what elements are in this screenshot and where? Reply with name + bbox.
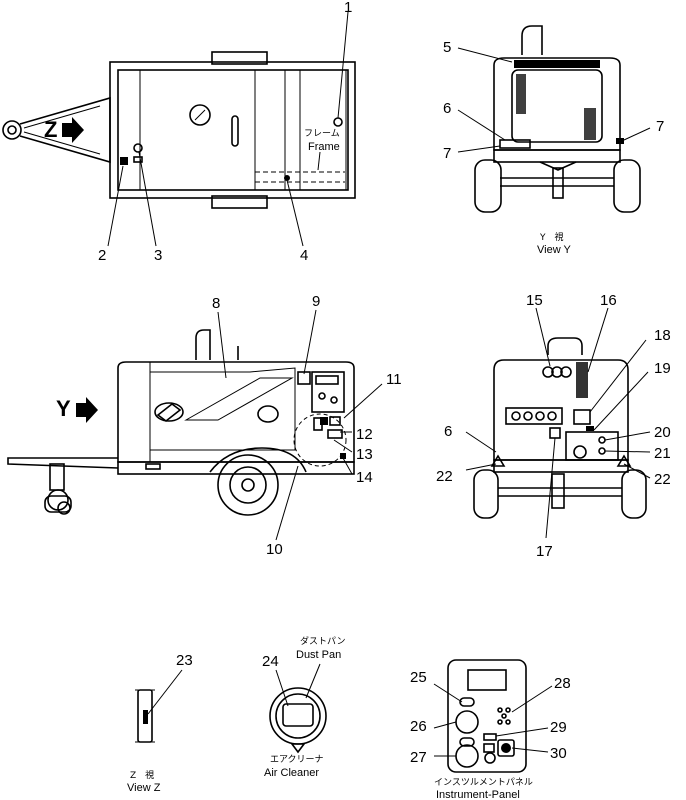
frame-label-en: Frame	[308, 141, 340, 153]
callout-29: 29	[550, 719, 567, 736]
callout-19: 19	[654, 360, 671, 377]
view-y: 5 6 7 7 Y 視 View Y	[443, 25, 664, 256]
callout-14: 14	[356, 469, 373, 486]
arrow-z-label: Z	[44, 117, 57, 142]
callout-15: 15	[526, 292, 543, 309]
callout-26: 26	[410, 718, 427, 735]
callout-22a: 22	[436, 468, 453, 485]
air-cleaner-label-en: Air Cleaner	[264, 767, 319, 779]
callout-28: 28	[554, 675, 571, 692]
top-view: Z フレーム Frame 1 2 3 4	[2, 0, 356, 264]
callout-3: 3	[154, 247, 162, 264]
dust-pan-label-en: Dust Pan	[296, 649, 341, 661]
callout-17: 17	[536, 543, 553, 560]
callout-12: 12	[356, 426, 373, 443]
air-cleaner-label-jp: エアクリーナ	[270, 754, 324, 765]
view-z-caption-en: View Z	[127, 782, 161, 794]
callout-25: 25	[410, 669, 427, 686]
callout-6a: 6	[443, 100, 451, 117]
callout-10: 10	[266, 541, 283, 558]
callout-23: 23	[176, 652, 193, 669]
callout-20: 20	[654, 424, 671, 441]
air-cleaner: ダストパン Dust Pan 24 エアクリーナ Air Cleaner	[262, 635, 345, 779]
callout-22b: 22	[654, 471, 671, 488]
instrument-panel-label-jp: インスツルメントパネル	[434, 777, 533, 788]
callout-13: 13	[356, 446, 373, 463]
callout-7b: 7	[656, 118, 664, 135]
callout-8: 8	[212, 295, 220, 312]
callout-2: 2	[98, 247, 106, 264]
callout-6b: 6	[444, 423, 452, 440]
side-view: Y 8 9 11 12 13 14 10	[7, 293, 402, 558]
callout-9: 9	[312, 293, 320, 310]
callout-11: 11	[386, 371, 402, 388]
callout-30: 30	[550, 745, 567, 762]
frame-label-jp: フレーム	[304, 128, 340, 139]
dust-pan-label-jp: ダストパン	[300, 635, 345, 647]
instrument-panel-label-en: Instrument-Panel	[436, 789, 520, 800]
arrow-y-label: Y	[56, 396, 71, 421]
view-y-caption-jp: Y 視	[539, 231, 564, 243]
callout-27: 27	[410, 749, 427, 766]
callout-1: 1	[344, 0, 352, 16]
view-z: 23 Z 視 View Z	[127, 652, 193, 794]
instrument-panel: 25 26 27 28 29 30 インスツルメントパネル Instrument…	[410, 659, 571, 800]
callout-5: 5	[443, 39, 451, 56]
view-z-caption-jp: Z 視	[130, 769, 154, 781]
rear-view: 15 16 18 19 20 21 22 22 6 17	[436, 292, 671, 560]
callout-7a: 7	[443, 145, 451, 162]
callout-18: 18	[654, 327, 671, 344]
callout-21: 21	[654, 445, 671, 462]
callout-16: 16	[600, 292, 617, 309]
callout-24: 24	[262, 653, 279, 670]
view-y-caption-en: View Y	[537, 244, 572, 256]
callout-4: 4	[300, 247, 308, 264]
